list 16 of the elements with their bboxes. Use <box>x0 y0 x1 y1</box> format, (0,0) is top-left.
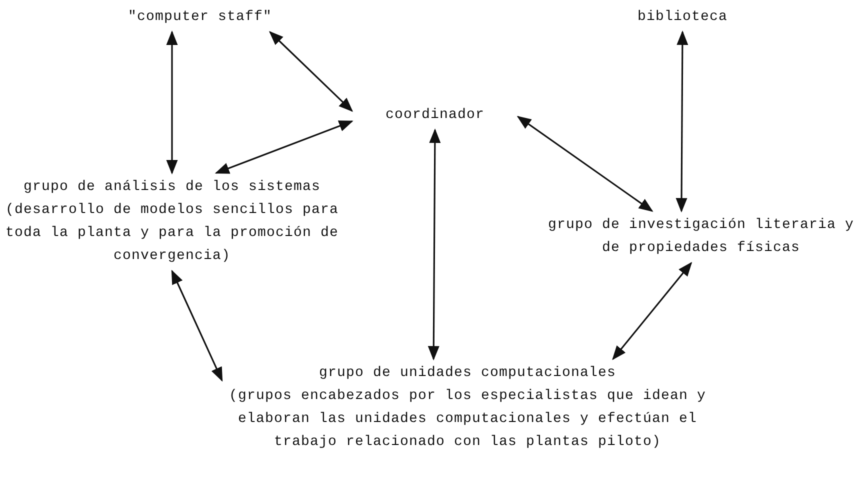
node-title: "computer staff" <box>126 8 274 27</box>
node-title: biblioteca <box>636 8 728 27</box>
node-description: (grupos encabezados por los especialistas que idean y elaboran las unidades computacionales y efectúan el trabajo relacionado con las plantas piloto) <box>228 387 708 452</box>
double-arrow <box>516 116 654 212</box>
double-arrow <box>428 128 441 360</box>
double-arrow <box>171 270 223 382</box>
node-title: grupo de investigación literaria y de propiedades físicas <box>546 216 856 258</box>
double-arrow <box>214 120 354 174</box>
double-arrow <box>268 31 354 112</box>
double-arrow <box>166 30 178 174</box>
double-arrow <box>676 30 688 212</box>
node-title: grupo de unidades computacionales <box>318 364 618 383</box>
node-description: (desarrollo de modelos sencillos para toda la planta y para la promoción de convergencia) <box>4 201 340 266</box>
double-arrow <box>612 262 692 360</box>
node-title: grupo de análisis de los sistemas <box>22 178 322 197</box>
node-title: coordinador <box>384 106 486 125</box>
